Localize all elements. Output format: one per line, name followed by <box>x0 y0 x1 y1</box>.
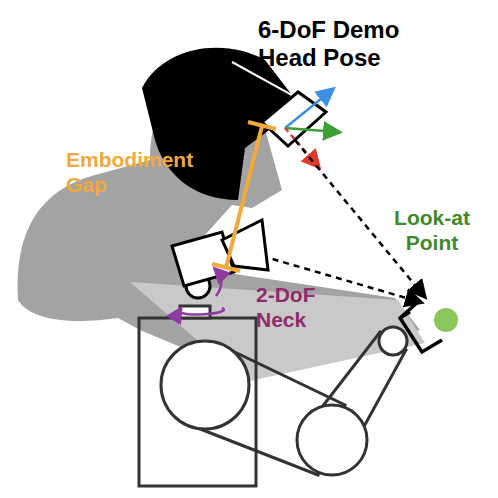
axis-z <box>285 90 332 128</box>
look-at-dot <box>434 308 458 332</box>
gap-bar <box>226 126 262 268</box>
neck-label: 2-DoF Neck <box>256 283 346 333</box>
neck-tilt-arrow <box>216 270 221 296</box>
robot-base <box>139 318 256 486</box>
robot-joint-elbow <box>297 405 367 475</box>
gap-cap-bottom <box>212 264 240 271</box>
robot-joint-base <box>161 341 249 429</box>
axis-y <box>285 128 338 132</box>
look-at-label: Look-at Point <box>376 206 488 256</box>
gripper <box>400 302 442 352</box>
robot-joint-wrist <box>379 327 407 355</box>
head-pose-label: 6-DoF Demo Head Pose <box>258 16 438 73</box>
gap-cap-top <box>248 122 276 129</box>
neck-mount <box>180 306 210 318</box>
embodiment-gap-label: Embodiment Gap <box>66 148 211 198</box>
neck-pan-arrow <box>180 308 224 314</box>
